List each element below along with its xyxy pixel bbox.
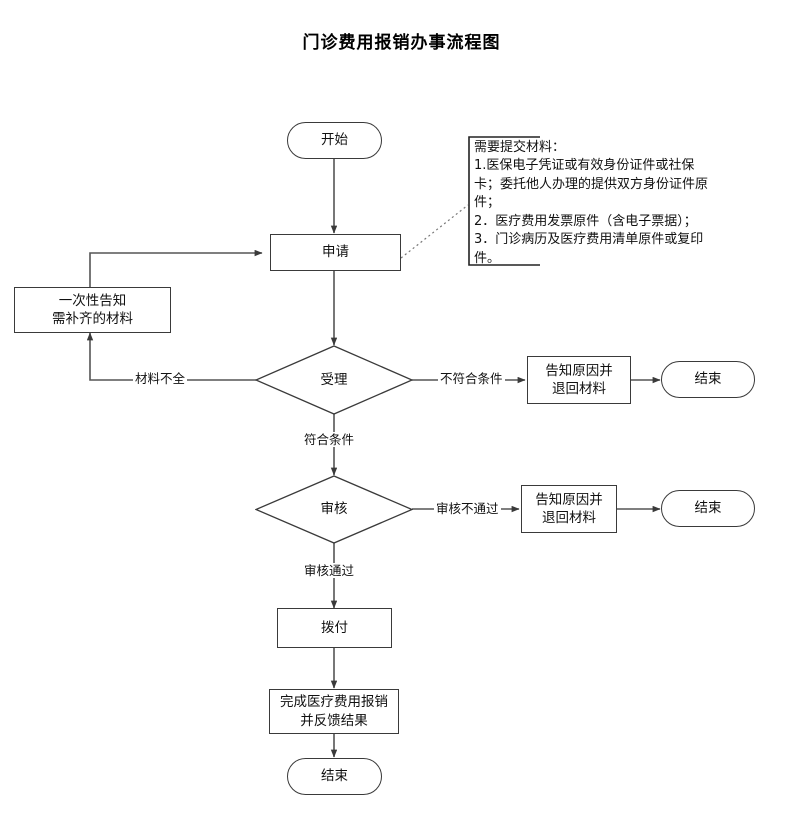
node-disburse-label: 拨付: [321, 619, 348, 636]
note-line-4: 2．医疗费用发票原件（含电子票据）；: [474, 213, 697, 229]
node-accept-decision[interactable]: 受理: [255, 345, 413, 415]
node-start-label: 开始: [321, 132, 348, 149]
note-line-5: 3．门诊病历及医疗费用清单原件或复印: [474, 232, 704, 248]
note-line-2: 卡；委托他人办理的提供双方身份证件原: [474, 176, 709, 192]
edge-label-review-passed: 审核通过: [302, 563, 357, 578]
note-line-3: 件；: [474, 195, 501, 211]
note-text-body: 需要提交材料： 1.医保电子凭证或有效身份证件或社保 卡；委托他人办理的提供双方…: [468, 136, 740, 271]
node-disburse[interactable]: 拨付: [277, 608, 392, 648]
node-apply-label: 申请: [322, 244, 349, 261]
node-apply[interactable]: 申请: [270, 234, 401, 271]
node-reject-accept-line1: 告知原因并: [545, 362, 613, 379]
node-review-decision[interactable]: 审核: [255, 475, 413, 544]
node-reject-review-line2: 退回材料: [542, 510, 596, 526]
node-start[interactable]: 开始: [287, 122, 382, 159]
edge-label-materials-incomplete: 材料不全: [133, 371, 188, 386]
node-reject-review[interactable]: 告知原因并 退回材料: [521, 485, 617, 533]
node-finish-reimbursement[interactable]: 完成医疗费用报销 并反馈结果: [269, 689, 399, 734]
node-notify-supplement-line1: 一次性告知: [58, 292, 127, 309]
page-title: 门诊费用报销办事流程图: [302, 33, 501, 53]
node-finish-line2: 并反馈结果: [300, 712, 368, 729]
edge-apply-to-note: [400, 204, 469, 259]
node-reject-accept[interactable]: 告知原因并 退回材料: [527, 356, 631, 404]
note-heading: 需要提交材料：: [474, 140, 566, 155]
node-end-accept-label: 结束: [694, 371, 722, 388]
node-reject-accept-line2: 退回材料: [552, 381, 606, 397]
node-end-review-label: 结束: [694, 500, 722, 517]
node-notify-supplement-line2: 需补齐的材料: [52, 311, 133, 327]
node-review-decision-label: 审核: [320, 501, 348, 518]
node-finish-line1: 完成医疗费用报销: [280, 694, 388, 711]
node-notify-supplement[interactable]: 一次性告知 需补齐的材料: [14, 287, 171, 333]
node-reject-review-line1: 告知原因并: [535, 491, 603, 508]
note-line-6: 件。: [474, 250, 501, 266]
edge-label-meet-conditions: 符合条件: [302, 432, 357, 447]
node-end-review[interactable]: 结束: [661, 490, 755, 527]
edge-label-not-meet-conditions: 不符合条件: [438, 371, 505, 386]
edge-label-review-failed: 审核不通过: [434, 501, 501, 516]
node-end-bottom[interactable]: 结束: [287, 758, 382, 795]
note-required-materials: 需要提交材料： 1.医保电子凭证或有效身份证件或社保 卡；委托他人办理的提供双方…: [468, 136, 740, 266]
node-accept-decision-label: 受理: [320, 371, 348, 388]
node-end-bottom-label: 结束: [321, 768, 348, 785]
node-end-accept[interactable]: 结束: [661, 361, 755, 398]
note-line-1: 1.医保电子凭证或有效身份证件或社保: [474, 158, 695, 174]
edge-notify-back-to-apply: [89, 249, 263, 287]
